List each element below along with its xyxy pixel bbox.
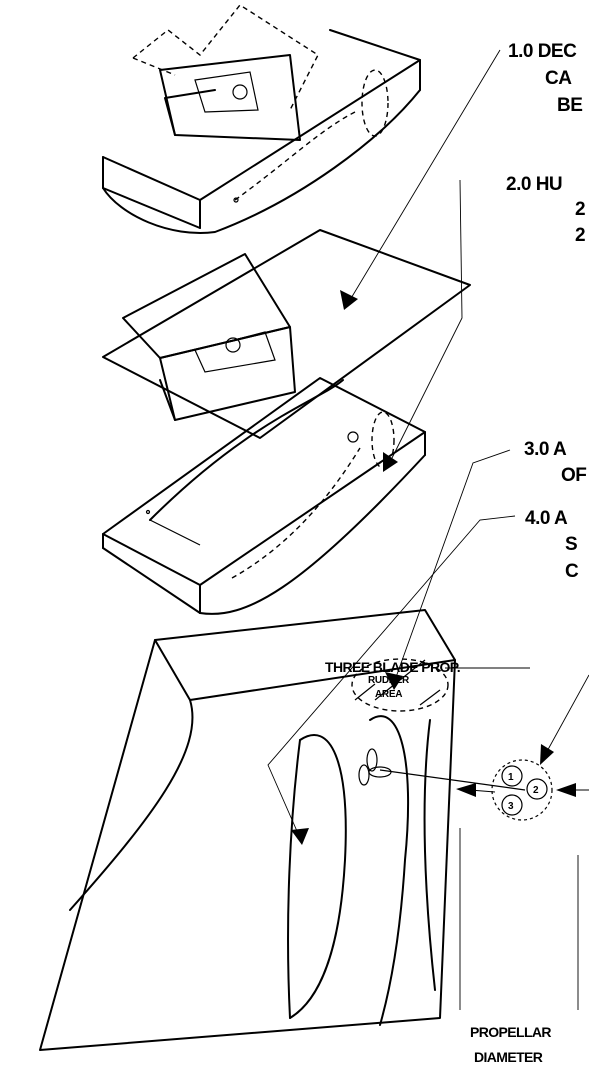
callout-2-line-2: 2 [575,199,585,220]
arrow-5-icon [540,744,554,765]
arrow-1-icon [340,290,358,310]
callout-4-line-2: S [565,534,577,555]
callout-2-line-3: 2 [575,225,585,246]
arrow-6-icon [456,783,476,797]
callout-1-line-1: 1.0 DEC [508,41,577,62]
propeller-icon [358,748,392,786]
three-blade-prop-icon: 1 2 3 [491,759,553,821]
diameter-label: DIAMETER [474,1049,543,1065]
callout-4-line-1: 4.0 A [525,508,568,529]
propellar-label: PROPELLAR [470,1024,551,1040]
arrow-4-icon [291,828,309,845]
leader-lines [267,49,589,1010]
stern-detail-view: 1 2 3 [39,609,553,1051]
three-blade-prop-label: THREE BLADE PROP. [325,659,460,675]
rudder-area-outline [351,658,449,712]
callout-1: 1.0 DEC CA BE [508,41,583,116]
deck-cabin-view [102,229,471,439]
callout-2-line-1: 2.0 HU [506,174,562,195]
blade-2-label: 2 [533,785,539,796]
rudder-label: RUDDER [368,675,410,686]
blade-3-label: 3 [508,801,514,812]
callout-3-line-2: OF [561,465,586,486]
callout-1-line-3: BE [557,95,582,116]
arrow-3-icon [385,672,403,690]
callout-2: 2.0 HU 2 2 [506,174,586,246]
arrow-2-icon [383,452,398,472]
callout-4-line-3: C [565,561,579,582]
callout-4: 4.0 A S C [525,508,580,582]
arrow-7-icon [556,783,576,797]
callout-3-line-1: 3.0 A [524,439,567,460]
blade-1-label: 1 [508,772,514,783]
hull-view [102,377,426,615]
area-label: AREA [375,689,402,700]
callout-3: 3.0 A OF [524,439,587,486]
callout-1-line-2: CA [545,68,572,89]
assembled-boat-view [102,4,421,234]
